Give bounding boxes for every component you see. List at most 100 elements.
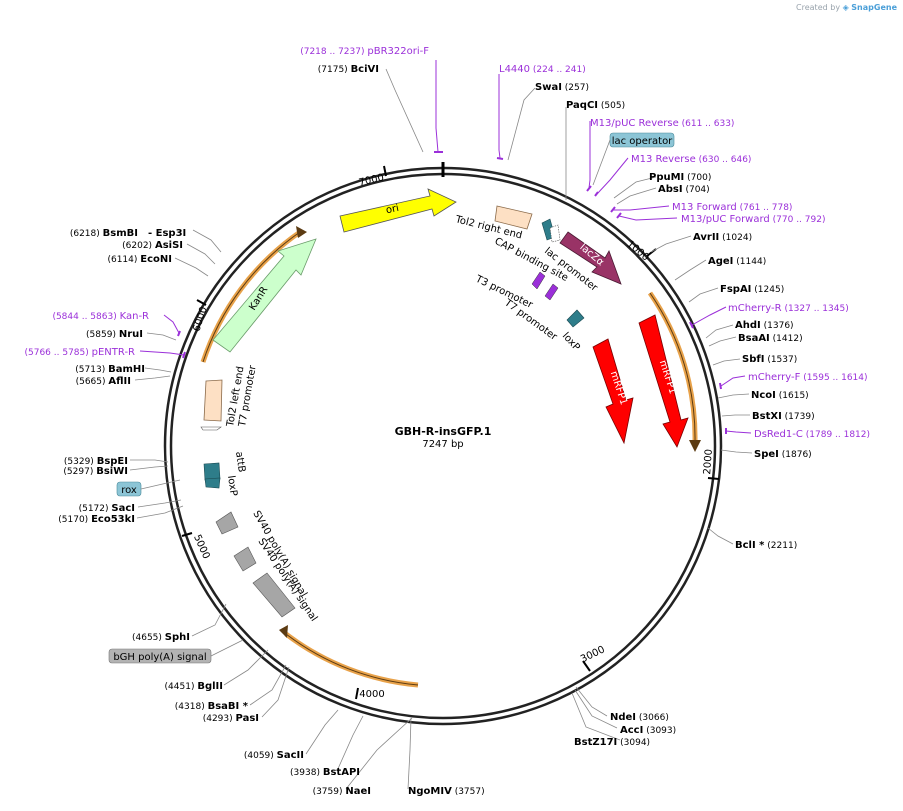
tick-label-2000: 2000 xyxy=(702,449,715,475)
enzyme-name: BsmBI xyxy=(103,228,138,239)
credit-prefix: Created by xyxy=(796,3,841,12)
enzyme-name: BstAPI xyxy=(323,767,360,778)
primer-2: M13/pUC Reverse (611 .. 633) xyxy=(590,118,734,129)
enzyme-site-34: (6202) AsiSI xyxy=(122,240,183,251)
sv40-polya-box-1 xyxy=(215,511,239,535)
enzyme-position: (3094) xyxy=(620,738,650,748)
enzyme-position: (4451) xyxy=(165,682,195,692)
loxp-left-label: loxP xyxy=(225,475,239,497)
enzyme-name: FspAI xyxy=(720,284,751,295)
enzyme-leaders xyxy=(129,68,753,790)
tol2-left-end-box xyxy=(203,379,223,422)
primer-name: M13/pUC Forward xyxy=(681,214,770,225)
attb-box xyxy=(203,462,221,481)
t7-promoter-box xyxy=(544,283,559,301)
sv40-polya-box-3 xyxy=(252,572,296,618)
enzyme-name: Eco53kI xyxy=(91,514,135,525)
kanr-arrow xyxy=(212,238,317,353)
enzyme-position: (4318) xyxy=(175,702,205,712)
primer-range: (5766 .. 5785) xyxy=(24,348,88,358)
enzyme-site-36: - Esp3I xyxy=(148,228,186,239)
primer-mark-m13puc-rev xyxy=(586,185,592,192)
enzyme-site-9: BsaAI (1412) xyxy=(738,333,803,344)
tick-label-1000: 1000 xyxy=(624,239,651,264)
mrfp1-arrow-inner xyxy=(592,338,634,445)
enzyme-position: (4655) xyxy=(132,633,162,643)
tick-7000 xyxy=(383,165,387,177)
primer-name: DsRed1-C xyxy=(754,429,803,440)
primer-mark-m13-rev xyxy=(594,191,599,197)
enzyme-name: BspEI xyxy=(97,456,128,467)
primer-range: (630 .. 646) xyxy=(699,155,752,165)
tol2-right-end-box xyxy=(494,205,533,230)
enzyme-position: (1245) xyxy=(754,285,784,295)
snapgene-logo-icon: ◈ xyxy=(842,3,849,12)
enzyme-site-2: PaqCI (505) xyxy=(566,100,625,111)
enzyme-name: BsaAI xyxy=(738,333,770,344)
primer-name: M13/pUC Reverse xyxy=(590,118,679,129)
enzyme-site-20: (3938) BstAPI xyxy=(290,767,360,778)
primer-name: L4440 xyxy=(499,64,530,75)
enzyme-site-30: (5665) AflII xyxy=(76,376,131,387)
loxp-right-box xyxy=(566,309,585,328)
enzyme-position: (704) xyxy=(685,185,709,195)
ori-arrow xyxy=(339,188,457,233)
enzyme-name: PasI xyxy=(236,713,259,724)
enzyme-site-18: NgoMIV (3757) xyxy=(408,786,485,797)
enzyme-name: SwaI xyxy=(535,82,562,93)
enzyme-name: NgoMIV xyxy=(408,786,452,797)
t7-promoter-left-box xyxy=(200,426,222,431)
enzyme-position: (3093) xyxy=(646,726,676,736)
orf-arcs xyxy=(200,226,701,688)
enzyme-name: SbfI xyxy=(742,354,764,365)
enzyme-site-27: (5172) SacI xyxy=(79,503,135,514)
enzyme-site-32: (5859) NruI xyxy=(86,329,143,340)
enzyme-site-35: (6218) BsmBI xyxy=(70,228,138,239)
loxp-right-label: loxP xyxy=(560,331,582,354)
primer-5: M13/pUC Forward (770 .. 792) xyxy=(681,214,825,225)
enzyme-position: (6218) xyxy=(70,229,100,239)
enzyme-site-1: SwaI (257) xyxy=(535,82,589,93)
primer-range: (1595 .. 1614) xyxy=(803,373,867,383)
enzyme-position: (3759) xyxy=(313,787,343,797)
enzyme-name: NcoI xyxy=(751,390,776,401)
tick-label-3000: 3000 xyxy=(579,644,607,665)
enzyme-position: (700) xyxy=(687,173,711,183)
enzyme-name: NruI xyxy=(119,329,143,340)
primer-range: (224 .. 241) xyxy=(533,65,586,75)
enzyme-name: AhdI xyxy=(735,320,761,331)
enzyme-site-26: (5170) Eco53kI xyxy=(58,514,135,525)
enzyme-site-29: (5329) BspEI xyxy=(64,456,128,467)
primer-8: DsRed1-C (1789 .. 1812) xyxy=(754,429,870,440)
enzyme-site-7: FspAI (1245) xyxy=(720,284,784,295)
primer-name: pENTR-R xyxy=(92,347,135,358)
primer-mark-mcherry-r xyxy=(689,321,694,329)
enzyme-name: PaqCI xyxy=(566,100,598,111)
primer-range: (7218 .. 7237) xyxy=(300,47,364,57)
enzyme-position: (1615) xyxy=(779,391,809,401)
primer-6: mCherry-R (1327 .. 1345) xyxy=(728,303,849,314)
enzyme-site-0: (7175) BciVI xyxy=(318,64,379,75)
enzyme-position: (1876) xyxy=(782,450,812,460)
enzyme-position: (257) xyxy=(565,83,589,93)
primer-4: M13 Forward (761 .. 778) xyxy=(672,202,792,213)
enzyme-site-31: (5713) BamHI xyxy=(75,364,145,375)
enzyme-name: BglII xyxy=(197,681,223,692)
enzyme-position: (6202) xyxy=(122,241,152,251)
enzyme-position: (5713) xyxy=(75,365,105,375)
enzyme-site-13: SpeI (1876) xyxy=(754,449,812,460)
primer-9: (5844 .. 5863) Kan-R xyxy=(52,311,149,322)
primer-range: (1789 .. 1812) xyxy=(806,430,870,440)
enzyme-site-15: NdeI (3066) xyxy=(610,712,669,723)
enzyme-name: PpuMI xyxy=(649,172,684,183)
tick-label-7000: 7000 xyxy=(358,172,385,188)
primer-name: mCherry-F xyxy=(748,372,801,383)
enzyme-name: BclI * xyxy=(735,540,765,551)
enzyme-position: (6114) xyxy=(107,255,137,265)
tick-5000 xyxy=(181,532,193,537)
mrfp1-arrow-outer xyxy=(638,314,689,448)
plasmid-name: GBH-R-insGFP.1 xyxy=(395,425,492,438)
primer-1: L4440 (224 .. 241) xyxy=(499,64,586,75)
